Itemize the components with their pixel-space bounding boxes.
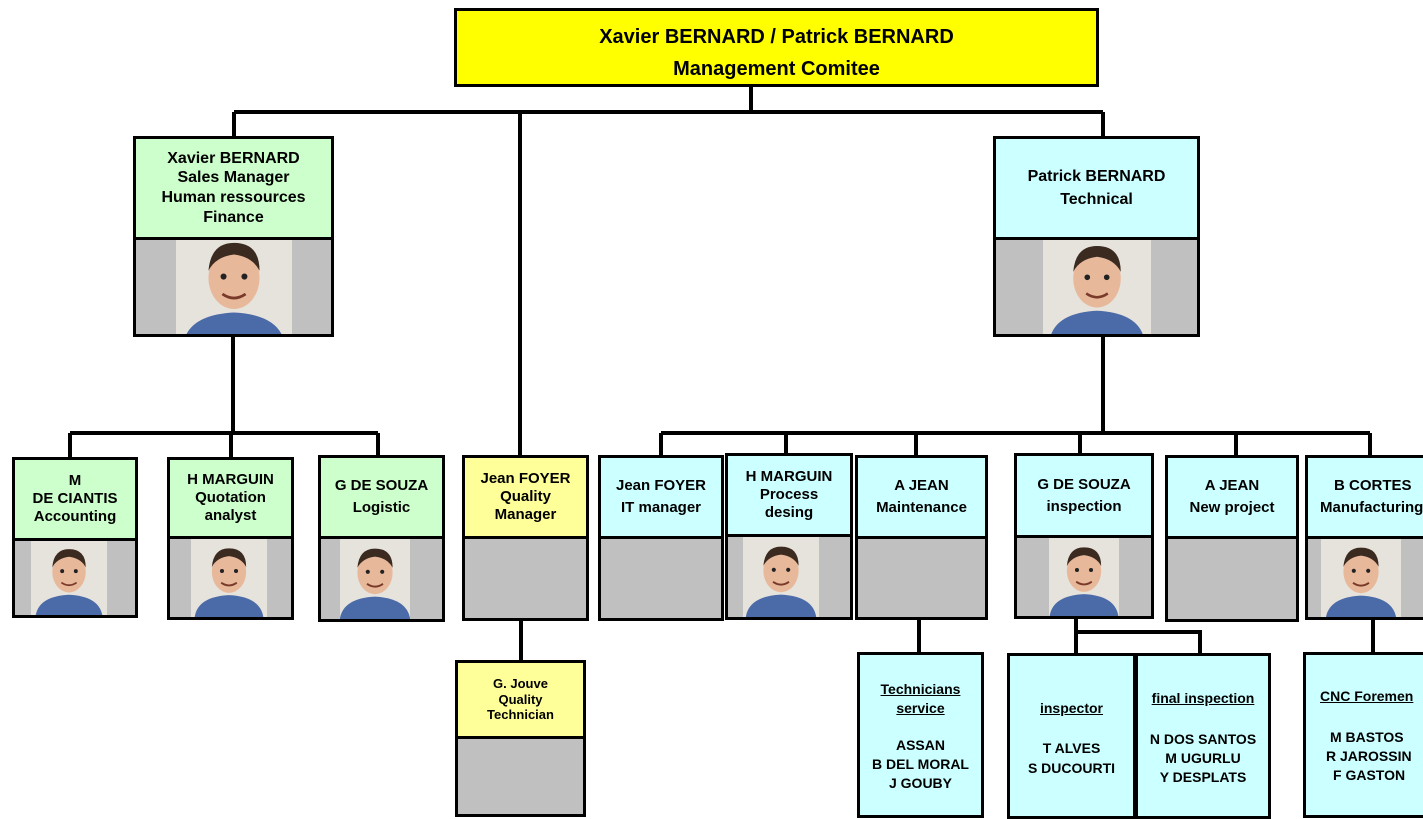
role-line: Technical <box>1060 191 1133 208</box>
inspector-box: inspector T ALVES S DUCOURTI <box>1007 653 1136 819</box>
person-name: Jean FOYER <box>480 469 571 487</box>
quotation-analyst-label: H MARGUIN Quotation analyst <box>170 460 291 539</box>
person-photo-icon <box>31 541 107 615</box>
role-line: Accounting <box>33 508 117 526</box>
person-name: G DE SOUZA <box>1037 475 1131 493</box>
person-name: A JEAN <box>1204 477 1260 495</box>
team-member: R JAROSSIN <box>1326 748 1412 764</box>
management-names: Xavier BERNARD / Patrick BERNARD <box>599 26 954 48</box>
person-name: Jean FOYER <box>615 477 707 495</box>
quality-manager-box: Jean FOYER Quality Manager <box>462 455 589 621</box>
person-photo-icon <box>190 539 267 617</box>
manufacturing-box: B CORTES Manufacturing <box>1305 455 1423 620</box>
role-line: Human ressources <box>161 189 306 206</box>
new-project-box: A JEAN New project <box>1165 455 1299 622</box>
role-line: Maintenance <box>876 499 967 516</box>
it-manager-label: Jean FOYER IT manager <box>601 458 721 539</box>
logistic-label: G DE SOUZA Logistic <box>321 458 442 539</box>
role-line: Quality <box>500 487 551 505</box>
person-name: B CORTES <box>1334 477 1412 495</box>
person-name: DE CIANTIS <box>32 489 118 507</box>
role-line: Finance <box>203 208 264 226</box>
cnc-foremen-box: CNC Foremen M BASTOS R JAROSSIN F GASTON <box>1303 652 1423 818</box>
maintenance-label: A JEAN Maintenance <box>858 458 985 539</box>
person-name: A JEAN <box>894 477 949 495</box>
logistic-box: G DE SOUZA Logistic <box>318 455 445 622</box>
team-member: ASSAN <box>895 737 945 753</box>
new-project-label: A JEAN New project <box>1168 458 1296 539</box>
person-name: Xavier BERNARD <box>167 149 300 167</box>
quality-technician-box: G. Jouve Quality Technician <box>455 660 586 817</box>
team-member: T ALVES <box>1042 740 1101 756</box>
person-name: G DE SOUZA <box>334 477 429 495</box>
inspection-box: G DE SOUZA inspection <box>1014 453 1154 619</box>
role-line: Logistic <box>352 499 411 516</box>
technicians-service-box: Technicians service ASSAN B DEL MORAL J … <box>857 652 984 818</box>
final-inspection-box: final inspection N DOS SANTOS M UGURLU Y… <box>1135 653 1271 819</box>
role-line: Process <box>759 485 819 503</box>
team-member: F GASTON <box>1333 767 1406 783</box>
role-line: Manufacturing <box>1320 499 1423 516</box>
team-title: service <box>896 700 945 716</box>
person-name: M <box>68 471 82 489</box>
person-photo-icon <box>175 240 292 334</box>
team-member: B DEL MORAL <box>872 756 969 772</box>
patrick-bernard-box: Patrick BERNARD Technical <box>993 136 1200 337</box>
role-line: Manager <box>494 506 557 524</box>
role-line: Technician <box>487 707 554 723</box>
accounting-label: M DE CIANTIS Accounting <box>15 460 135 541</box>
team-member: Y DESPLATS <box>1159 769 1247 785</box>
accounting-box: M DE CIANTIS Accounting <box>12 457 138 618</box>
team-title: final inspection <box>1151 690 1255 706</box>
role-line: New project <box>1189 499 1275 516</box>
team-member: M BASTOS <box>1330 729 1404 745</box>
maintenance-box: A JEAN Maintenance <box>855 455 988 620</box>
person-name: H MARGUIN <box>745 467 833 485</box>
team-title: Technicians <box>880 681 961 697</box>
it-manager-box: Jean FOYER IT manager <box>598 455 724 621</box>
patrick-bernard-label: Patrick BERNARD Technical <box>996 139 1197 240</box>
person-photo-icon <box>1049 538 1119 616</box>
manufacturing-label: B CORTES Manufacturing <box>1308 458 1423 539</box>
quality-technician-label: G. Jouve Quality Technician <box>458 663 583 739</box>
team-title: CNC Foremen <box>1320 688 1414 704</box>
quality-manager-label: Jean FOYER Quality Manager <box>465 458 586 539</box>
person-photo-icon <box>1320 539 1401 617</box>
management-committee-box: Xavier BERNARD / Patrick BERNARD Managem… <box>454 8 1099 87</box>
person-photo-icon <box>1042 240 1151 334</box>
person-name: G. Jouve <box>493 675 548 691</box>
quotation-analyst-box: H MARGUIN Quotation analyst <box>167 457 294 620</box>
process-design-label: H MARGUIN Process desing <box>728 456 850 537</box>
role-line: Sales Manager <box>177 169 290 187</box>
person-name: H MARGUIN <box>187 470 274 488</box>
role-line: analyst <box>204 507 257 525</box>
role-line: IT manager <box>620 499 702 516</box>
role-line: Quality <box>498 691 543 707</box>
team-member: M UGURLU <box>1165 750 1241 766</box>
team-member: S DUCOURTI <box>1027 760 1116 776</box>
inspection-label: G DE SOUZA inspection <box>1017 456 1151 538</box>
team-member: J GOUBY <box>888 775 952 791</box>
xavier-bernard-label: Xavier BERNARD Sales Manager Human resso… <box>136 139 331 240</box>
role-line: desing <box>764 504 814 522</box>
person-photo-icon <box>743 537 819 617</box>
management-title: Management Comitee <box>673 58 880 80</box>
xavier-bernard-box: Xavier BERNARD Sales Manager Human resso… <box>133 136 334 337</box>
person-photo-icon <box>339 539 410 619</box>
person-name: Patrick BERNARD <box>1027 167 1166 185</box>
role-line: Quotation <box>195 488 266 506</box>
team-title: inspector <box>1039 700 1103 716</box>
role-line: inspection <box>1046 497 1122 515</box>
team-member: N DOS SANTOS <box>1149 731 1257 747</box>
process-design-box: H MARGUIN Process desing <box>725 453 853 620</box>
